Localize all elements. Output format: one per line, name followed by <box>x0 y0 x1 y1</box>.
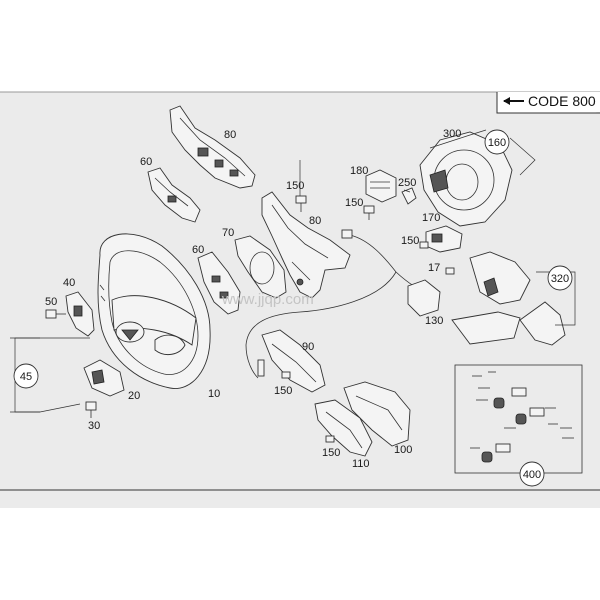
screw-50 <box>45 309 66 319</box>
arrow-left-icon <box>503 97 510 105</box>
callout-90: 90 <box>302 341 314 353</box>
callout-320: 320 <box>547 265 573 291</box>
control-module-170 <box>425 225 463 253</box>
callout-400: 400 <box>519 461 545 487</box>
trim-cover-320a <box>469 251 531 305</box>
callout-17: 17 <box>428 262 440 274</box>
screw-150d <box>281 371 291 379</box>
callout-180: 180 <box>350 165 368 177</box>
cap-250 <box>401 187 417 205</box>
hardware-kit-400 <box>454 364 583 474</box>
callout-50: 50 <box>45 296 57 308</box>
screw-150a <box>295 195 307 212</box>
steering-wheel-part <box>97 233 211 389</box>
callout-160: 160 <box>484 129 510 155</box>
control-module-180 <box>365 169 397 203</box>
callout-170: 170 <box>422 212 440 224</box>
switch-40 <box>65 291 95 337</box>
wiring-harness-130 <box>245 229 441 379</box>
screw-150b <box>363 205 375 220</box>
bracket-20 <box>83 359 125 397</box>
callout-110: 110 <box>352 458 370 470</box>
trim-cover-320b <box>451 301 566 346</box>
switch-cover-60b <box>197 251 241 315</box>
callout-150c: 150 <box>401 235 419 247</box>
callout-60a: 60 <box>140 156 152 168</box>
callout-130: 130 <box>425 315 443 327</box>
screw-150e <box>325 435 335 443</box>
svg-text:320: 320 <box>551 273 569 285</box>
callout-100: 100 <box>394 444 412 456</box>
code-header-box: CODE 800 <box>496 92 600 114</box>
shift-paddle-module-80a <box>169 105 256 189</box>
svg-text:45: 45 <box>20 371 32 383</box>
clock-spring-ring-70 <box>234 235 287 299</box>
screw-30 <box>85 401 97 418</box>
callout-250: 250 <box>398 177 416 189</box>
svg-text:160: 160 <box>488 137 506 149</box>
svg-text:400: 400 <box>523 469 541 481</box>
screw-150c <box>419 241 429 249</box>
callout-150a: 150 <box>286 180 304 192</box>
callout-20: 20 <box>128 390 140 402</box>
wheel-frame-80b <box>261 191 351 299</box>
screw-17 <box>445 267 455 275</box>
code-label: CODE 800 <box>528 93 596 109</box>
callout-45: 45 <box>13 363 39 389</box>
callout-80a: 80 <box>224 129 236 141</box>
callout-60b: 60 <box>192 244 204 256</box>
airbag-unit-300 <box>419 131 513 227</box>
lower-trim-110 <box>314 399 373 457</box>
callout-70: 70 <box>222 227 234 239</box>
callout-150e: 150 <box>322 447 340 459</box>
callout-30: 30 <box>88 420 100 432</box>
callout-150d: 150 <box>274 385 292 397</box>
callout-150b: 150 <box>345 197 363 209</box>
callout-10: 10 <box>208 388 220 400</box>
lower-cover-90 <box>261 329 326 393</box>
callout-300: 300 <box>443 128 461 140</box>
watermark-text: www.jjqp.com <box>221 291 314 308</box>
callout-80b: 80 <box>309 215 321 227</box>
switch-cover-60a <box>147 167 201 223</box>
callout-40: 40 <box>63 277 75 289</box>
